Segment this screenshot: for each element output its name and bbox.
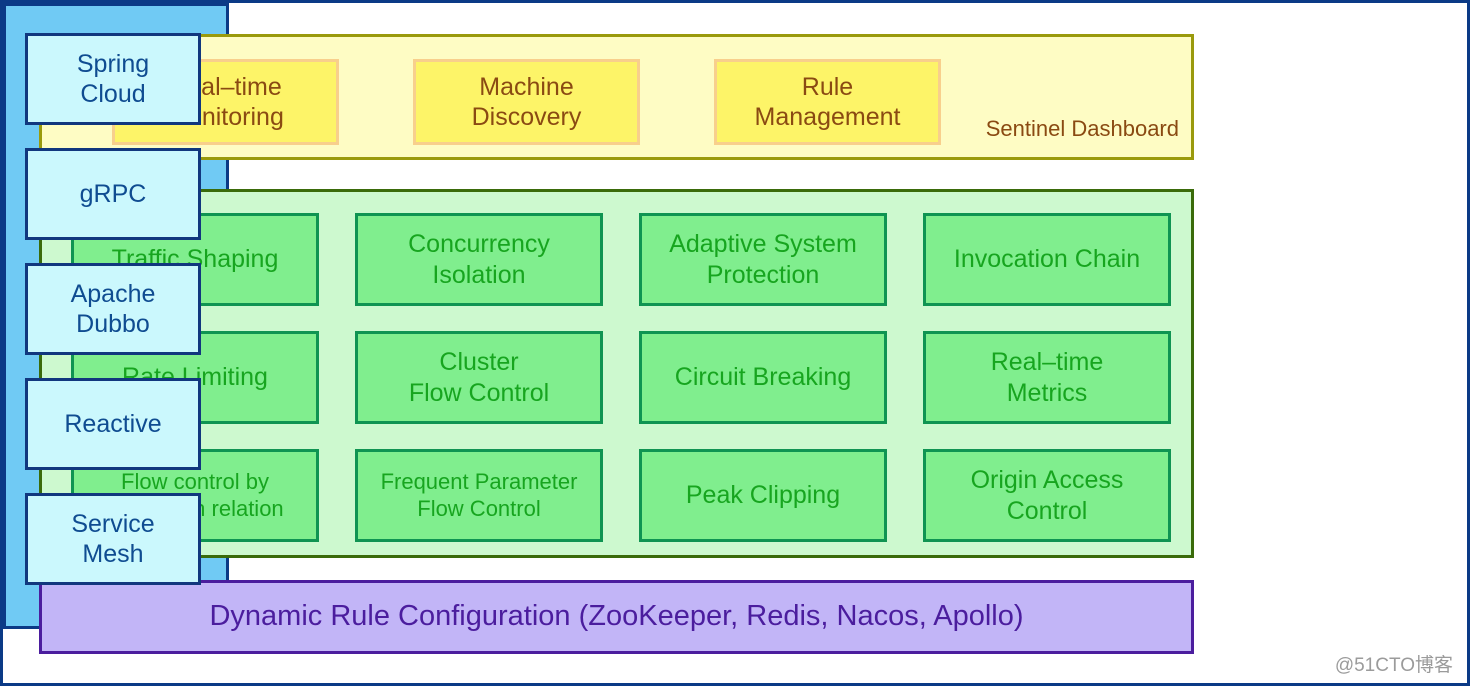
capability-card-label: Concurrency Isolation: [408, 230, 550, 289]
capability-card-adaptive-system-protection[interactable]: Adaptive System Protection: [639, 213, 887, 306]
capability-card-concurrency-isolation[interactable]: Concurrency Isolation: [355, 213, 603, 306]
dynamic-rule-configuration-label: Dynamic Rule Configuration (ZooKeeper, R…: [209, 600, 1024, 633]
dashboard-card-rule-management[interactable]: Rule Management: [714, 59, 941, 145]
integration-card-service-mesh[interactable]: Service Mesh: [25, 493, 201, 585]
integration-card-spring-cloud[interactable]: Spring Cloud: [25, 33, 201, 125]
capability-card-real-time-metrics[interactable]: Real–time Metrics: [923, 331, 1171, 424]
capability-card-cluster-flow-control[interactable]: Cluster Flow Control: [355, 331, 603, 424]
dashboard-card-label: Machine Discovery: [471, 72, 582, 132]
dynamic-rule-configuration-bar[interactable]: Dynamic Rule Configuration (ZooKeeper, R…: [39, 580, 1194, 654]
capability-card-peak-clipping[interactable]: Peak Clipping: [639, 449, 887, 542]
capability-card-label: Adaptive System Protection: [669, 230, 857, 289]
capability-card-label: Real–time Metrics: [990, 348, 1104, 407]
integration-card-label: Apache Dubbo: [70, 279, 156, 339]
integration-card-label: Reactive: [64, 409, 162, 438]
dashboard-card-machine-discovery[interactable]: Machine Discovery: [413, 59, 640, 145]
dashboard-card-label: Rule Management: [754, 72, 901, 132]
integration-card-grpc[interactable]: gRPC: [25, 148, 201, 240]
integration-card-label: Spring Cloud: [76, 49, 150, 109]
capability-card-invocation-chain[interactable]: Invocation Chain: [923, 213, 1171, 306]
integration-card-reactive[interactable]: Reactive: [25, 378, 201, 470]
capability-card-label: Origin Access Control: [970, 466, 1124, 525]
capability-card-label: Circuit Breaking: [674, 363, 852, 392]
sentinel-dashboard-label: Sentinel Dashboard: [985, 116, 1179, 142]
capability-card-origin-access-control[interactable]: Origin Access Control: [923, 449, 1171, 542]
watermark-label: @51CTO博客: [1334, 655, 1453, 676]
sentinel-dashboard-band: Real–time Monitoring Machine Discovery R…: [39, 34, 1194, 160]
integration-card-label: Service Mesh: [71, 509, 155, 569]
capability-card-frequent-parameter-flow-control[interactable]: Frequent Parameter Flow Control: [355, 449, 603, 542]
capability-card-label: Invocation Chain: [953, 245, 1141, 274]
integrations-panel: Spring Cloud gRPC Apache Dubbo Reactive …: [3, 3, 229, 629]
capability-card-label: Peak Clipping: [685, 481, 841, 510]
integration-card-apache-dubbo[interactable]: Apache Dubbo: [25, 263, 201, 355]
capability-card-label: Frequent Parameter Flow Control: [380, 468, 578, 521]
capability-card-label: Cluster Flow Control: [408, 348, 550, 407]
integration-card-label: gRPC: [79, 179, 147, 208]
capability-card-circuit-breaking[interactable]: Circuit Breaking: [639, 331, 887, 424]
sentinel-capability-band: Traffic Shaping Concurrency Isolation Ad…: [39, 189, 1194, 558]
